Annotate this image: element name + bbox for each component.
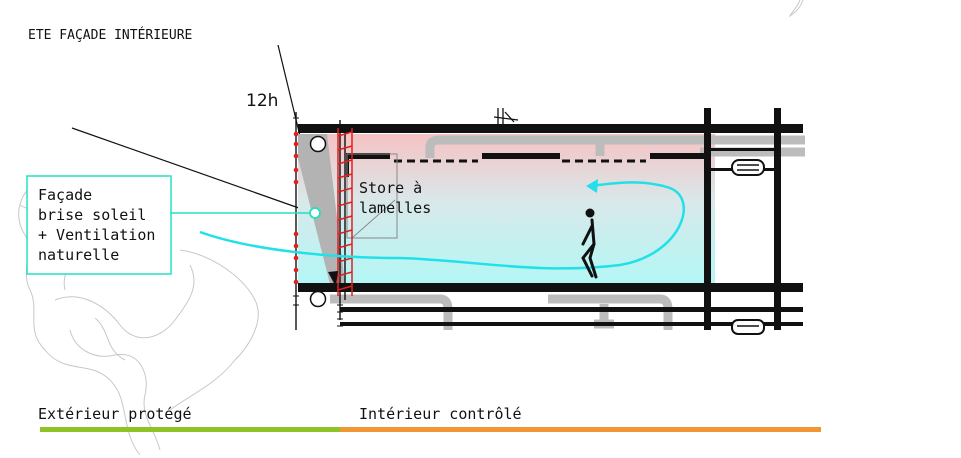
facade-red-ladder (337, 128, 353, 296)
section-mark-icon (493, 108, 519, 124)
facade-note-line-3: + Ventilation (38, 226, 155, 244)
pivot-bottom-icon (309, 290, 327, 308)
site-sketch (18, 0, 804, 456)
facade-note-line-1: Façade (38, 186, 92, 204)
facade-ties (293, 117, 343, 327)
facade-note-box (26, 175, 172, 275)
airflow-arrowhead (586, 179, 598, 193)
blind-note-line-2: lamelles (359, 199, 431, 217)
legend-exterior-label: Extérieur protégé (38, 405, 192, 423)
page-title: ETE FAÇADE INTÉRIEURE (28, 27, 192, 43)
blind-diagonal (351, 199, 396, 239)
lower-beam-1 (340, 307, 803, 312)
legend-interior-label: Intérieur contrôlé (359, 405, 522, 423)
person-icon (581, 208, 598, 279)
facade-note-anchor (309, 207, 321, 219)
blind-note-line-1: Store à (359, 179, 422, 197)
legend-interior-bar (340, 427, 821, 432)
facade-note-line-4: naturelle (38, 246, 119, 264)
column-fixtures (731, 159, 765, 335)
legend-exterior-bar (40, 427, 340, 432)
sun-ray-arrowhead (328, 271, 338, 287)
upper-slab (298, 124, 803, 133)
lower-slab (298, 283, 803, 292)
upper-ducts (425, 135, 805, 158)
airflow-path (199, 181, 686, 270)
sun-ray-low (71, 127, 314, 214)
facade-red-marks (293, 131, 299, 285)
sun-hour-label: 12h (246, 91, 278, 111)
facade-note-line-2: brise soleil (38, 206, 146, 224)
lower-beam-2 (340, 322, 803, 326)
blind-outline (346, 153, 398, 239)
facade-wedge (298, 134, 345, 284)
pivot-top-icon (309, 135, 327, 153)
